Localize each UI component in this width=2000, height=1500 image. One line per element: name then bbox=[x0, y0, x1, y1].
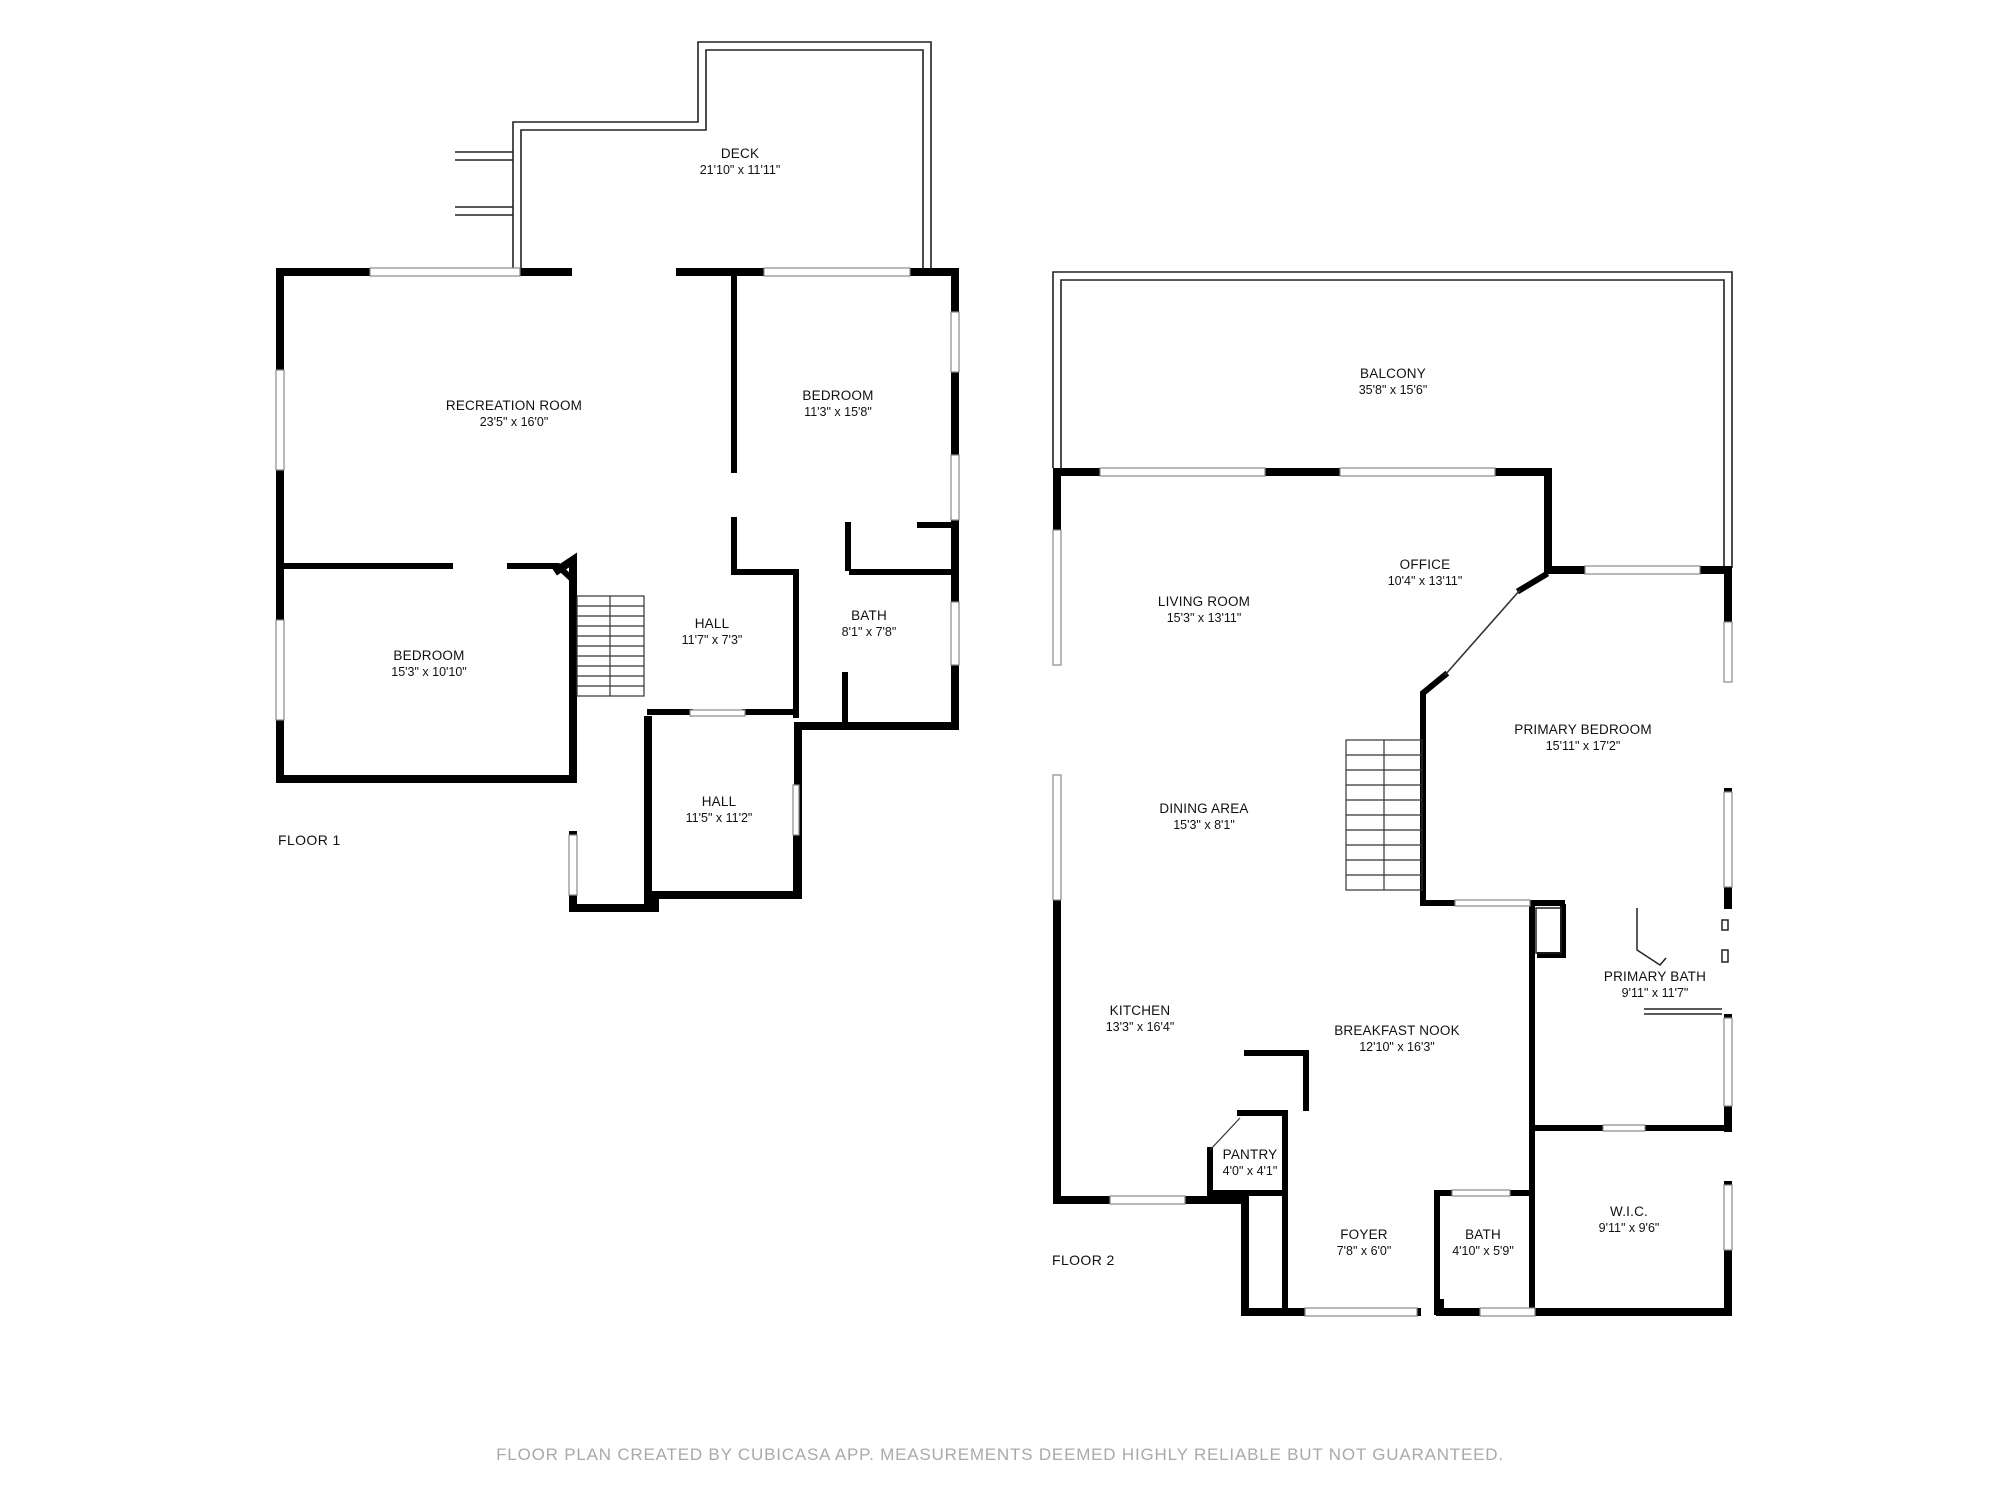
room-dimensions: 12'10" x 16'3" bbox=[1359, 1040, 1435, 1054]
room-name: DECK bbox=[720, 146, 760, 161]
floor-2-stairs bbox=[1345, 739, 1423, 891]
room-name: HALL bbox=[701, 794, 737, 809]
floor-2-windows bbox=[1052, 467, 1733, 1317]
room-name: RECREATION ROOM bbox=[445, 398, 583, 413]
room-label-deck: DECK 21'10" x 11'11" bbox=[700, 145, 781, 179]
room-label-hall-2: HALL 11'5" x 11'2" bbox=[686, 793, 753, 827]
floor-2-plan bbox=[1052, 271, 1733, 1317]
room-name: KITCHEN bbox=[1109, 1003, 1171, 1018]
floor-1-exterior-walls bbox=[276, 268, 959, 912]
room-dimensions: 21'10" x 11'11" bbox=[699, 163, 781, 177]
room-dimensions: 8'1" x 7'8" bbox=[841, 625, 897, 639]
room-label-bath-1: BATH 8'1" x 7'8" bbox=[842, 607, 897, 641]
floor-1-windows bbox=[275, 267, 960, 896]
floor-1-plan bbox=[275, 41, 960, 912]
pantry-door-swing bbox=[1209, 1117, 1241, 1151]
room-dimensions: 23'5" x 16'0" bbox=[479, 415, 549, 429]
room-dimensions: 15'3" x 8'1" bbox=[1173, 818, 1235, 832]
floor-1-label: FLOOR 1 bbox=[278, 832, 341, 848]
room-name: W.I.C. bbox=[1610, 1204, 1648, 1219]
room-label-bedroom-1: BEDROOM 11'3" x 15'8" bbox=[802, 387, 873, 421]
room-name: BATH bbox=[851, 608, 887, 623]
room-label-dining-area: DINING AREA 15'3" x 8'1" bbox=[1159, 800, 1248, 834]
room-name: BATH bbox=[1465, 1227, 1501, 1242]
room-dimensions: 4'0" x 4'1" bbox=[1222, 1164, 1278, 1178]
room-label-wic: W.I.C. 9'11" x 9'6" bbox=[1599, 1203, 1660, 1237]
floor-2-label: FLOOR 2 bbox=[1052, 1252, 1115, 1268]
room-dimensions: 10'4" x 13'11" bbox=[1387, 574, 1463, 588]
floor-1-interior-walls bbox=[279, 269, 953, 898]
room-label-bedroom-2: BEDROOM 15'3" x 10'10" bbox=[391, 647, 467, 681]
room-name: HALL bbox=[694, 616, 730, 631]
room-label-foyer: FOYER 7'8" x 6'0" bbox=[1337, 1226, 1392, 1260]
room-name: FOYER bbox=[1340, 1227, 1388, 1242]
room-dimensions: 11'7" x 7'3" bbox=[681, 633, 743, 647]
room-label-kitchen: KITCHEN 13'3" x 16'4" bbox=[1106, 1002, 1175, 1036]
room-label-breakfast-nook: BREAKFAST NOOK 12'10" x 16'3" bbox=[1334, 1022, 1460, 1056]
room-dimensions: 15'11" x 17'2" bbox=[1545, 739, 1621, 753]
room-name: BALCONY bbox=[1360, 366, 1426, 381]
room-name: DINING AREA bbox=[1159, 801, 1249, 816]
room-label-hall-1: HALL 11'7" x 7'3" bbox=[682, 615, 743, 649]
room-dimensions: 35'8" x 15'6" bbox=[1358, 383, 1428, 397]
office-diagonal-wall bbox=[1444, 589, 1521, 676]
room-name: BREAKFAST NOOK bbox=[1334, 1023, 1460, 1038]
room-dimensions: 4'10" x 5'9" bbox=[1452, 1244, 1514, 1258]
footer-disclaimer: FLOOR PLAN CREATED BY CUBICASA APP. MEAS… bbox=[496, 1445, 1504, 1464]
room-dimensions: 11'3" x 15'8" bbox=[804, 405, 872, 419]
room-dimensions: 15'3" x 13'11" bbox=[1166, 611, 1242, 625]
room-label-office: OFFICE 10'4" x 13'11" bbox=[1388, 556, 1463, 590]
room-label-pantry: PANTRY 4'0" x 4'1" bbox=[1223, 1146, 1278, 1180]
room-label-primary-bath: PRIMARY BATH 9'11" x 11'7" bbox=[1604, 968, 1706, 1002]
room-label-living-room: LIVING ROOM 15'3" x 13'11" bbox=[1158, 593, 1250, 627]
room-name: BEDROOM bbox=[802, 388, 874, 403]
room-dimensions: 11'5" x 11'2" bbox=[685, 811, 753, 825]
room-label-recreation-room: RECREATION ROOM 23'5" x 16'0" bbox=[446, 397, 582, 431]
balcony-outline bbox=[1052, 271, 1733, 568]
floor-2-interior-walls bbox=[1207, 570, 1731, 1315]
room-dimensions: 13'3" x 16'4" bbox=[1105, 1020, 1175, 1034]
room-dimensions: 9'11" x 9'6" bbox=[1598, 1221, 1660, 1235]
deck-outline bbox=[455, 41, 932, 268]
room-name: LIVING ROOM bbox=[1157, 594, 1251, 609]
room-name: BEDROOM bbox=[393, 648, 465, 663]
room-dimensions: 15'3" x 10'10" bbox=[391, 665, 467, 679]
room-label-bath-2: BATH 4'10" x 5'9" bbox=[1452, 1226, 1514, 1260]
room-name: PANTRY bbox=[1222, 1147, 1278, 1162]
room-label-primary-bedroom: PRIMARY BEDROOM 15'11" x 17'2" bbox=[1514, 721, 1652, 755]
room-name: PRIMARY BEDROOM bbox=[1514, 722, 1652, 737]
room-dimensions: 9'11" x 11'7" bbox=[1621, 986, 1689, 1000]
room-dimensions: 7'8" x 6'0" bbox=[1336, 1244, 1392, 1258]
room-label-balcony: BALCONY 35'8" x 15'6" bbox=[1359, 365, 1428, 399]
room-name: PRIMARY BATH bbox=[1603, 969, 1707, 984]
floor-1-stairs bbox=[576, 595, 645, 697]
room-name: OFFICE bbox=[1399, 557, 1451, 572]
primary-bath-fixtures bbox=[1535, 907, 1729, 1015]
